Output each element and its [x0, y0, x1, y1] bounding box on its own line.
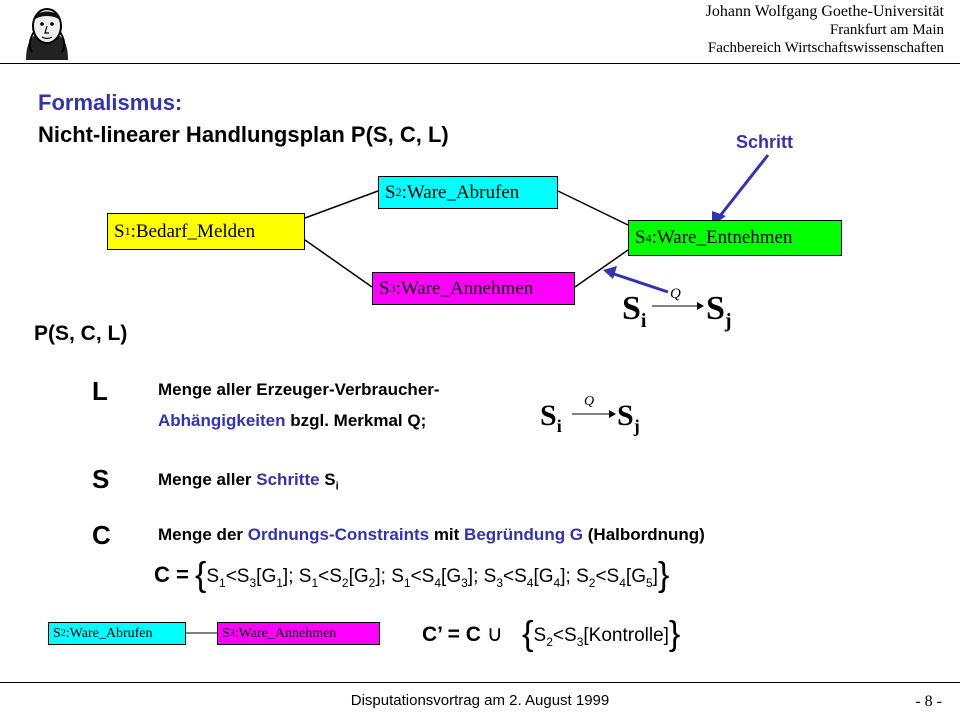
constraint-item: S1<S4[G3];	[391, 566, 484, 590]
c-equation: C = {S1<S3[G1]; S1<S2[G2]; S1<S4[G3]; S3…	[154, 556, 669, 595]
open-brace-2: {	[522, 615, 534, 653]
edge-s3-s4	[574, 249, 629, 288]
constraint-item: S3<S4[G4];	[483, 566, 577, 590]
c-prime-equation: C’ = C ∪ {S2<S3[Kontrolle]}	[422, 615, 681, 653]
schritt-label: Schritt	[736, 132, 794, 152]
c-definition: Menge der Ordnungs-Constraints mit Begrü…	[158, 525, 705, 544]
constraint-item: S1<S2[G2];	[298, 566, 392, 590]
constraint-item: S2<S4[G5]	[576, 566, 658, 590]
plan-label: P(S, C, L)	[34, 322, 128, 345]
s-definition: Menge aller Schritte Si	[158, 470, 339, 493]
header-faculty: Fachbereich Wirtschaftswissenschaften	[707, 40, 944, 56]
dependency-si: Si	[622, 290, 647, 332]
l-dependency-q: Q	[584, 394, 595, 409]
close-brace: }	[657, 556, 670, 594]
open-brace: {	[194, 556, 207, 594]
dependency-right-arrowhead-2	[609, 410, 616, 418]
edge-s2-s4	[557, 190, 629, 226]
dependency-q: Q	[670, 286, 681, 302]
c-equation-lhs: C =	[154, 562, 195, 587]
dependency-sj: Sj	[706, 290, 732, 332]
header-divider	[0, 63, 960, 64]
dependency-arrow	[610, 271, 669, 294]
l-dependency-sj: Sj	[617, 399, 640, 436]
goethe-portrait-logo	[12, 2, 82, 62]
header-university: Johann Wolfgang Goethe-Universität	[705, 3, 944, 20]
c-prime-lhs: C’ = C	[422, 623, 487, 646]
footer-text: Disputationsvortrag am 2. August 1999	[350, 692, 610, 709]
union-symbol: ∪	[486, 621, 503, 646]
constraint-item: S1<S3[G1];	[206, 566, 299, 590]
l-dependency-si: Si	[540, 399, 562, 436]
edge-s1-s2	[304, 190, 379, 219]
close-brace-2: }	[668, 615, 681, 653]
l-definition-line2: Abhängigkeiten bzgl. Merkmal Q;	[158, 411, 427, 430]
header-city: Frankfurt am Main	[829, 22, 944, 38]
s-letter: S	[92, 464, 110, 494]
edge-s1-s3	[304, 239, 373, 288]
constraint-set: S1<S3[G1]; S1<S2[G2]; S1<S4[G3]; S3<S4[G…	[206, 566, 658, 590]
slide-title-line1: Formalismus:	[38, 90, 183, 115]
page-number: - 8 -	[915, 693, 942, 710]
c-letter: C	[92, 520, 111, 550]
footer-divider	[0, 682, 960, 683]
slide-title-line2: Nicht-linearer Handlungsplan P(S, C, L)	[38, 122, 449, 147]
l-letter: L	[92, 376, 108, 406]
schritt-arrow	[714, 154, 770, 222]
dependency-arrowhead	[603, 266, 617, 279]
dependency-right-arrowhead-1	[697, 302, 704, 310]
l-definition-line1: Menge aller Erzeuger-Verbraucher-	[158, 380, 440, 399]
